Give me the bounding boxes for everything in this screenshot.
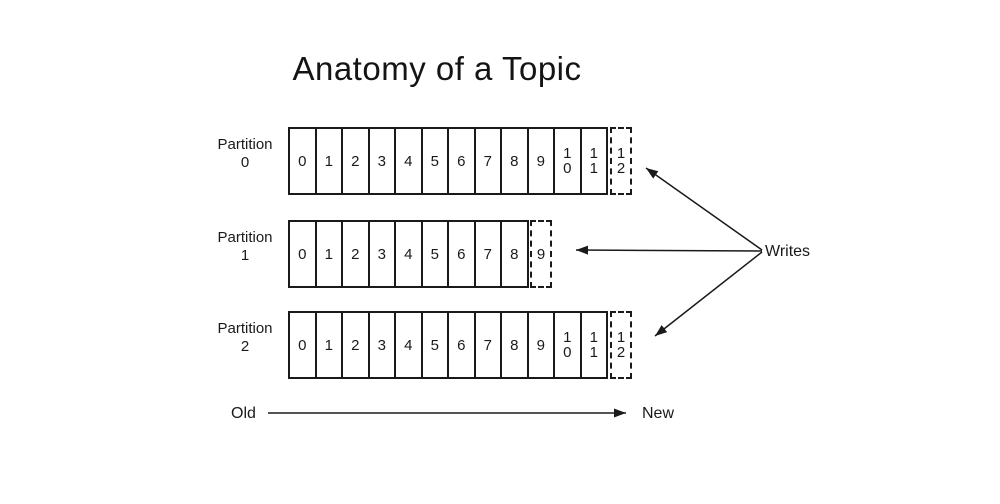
partition-1-row: 0 1 2 3 4 5 6 7 8 — [288, 220, 529, 288]
offset-cell: 1 — [317, 222, 343, 286]
offset-cell: 3 — [370, 129, 396, 193]
offset-cell: 0 — [290, 222, 317, 286]
partition-0-label-line1: Partition — [217, 136, 273, 153]
writes-label: Writes — [765, 243, 811, 260]
next-offset-cell-dashed: 12 — [610, 311, 632, 379]
offset-cell: 10 — [555, 313, 582, 377]
partition-2-label-line1: Partition — [217, 320, 273, 337]
offset-cell: 7 — [476, 222, 502, 286]
offset-cell: 5 — [423, 222, 449, 286]
partition-0-label-line2: 0 — [240, 154, 250, 171]
partition-2-row: 0 1 2 3 4 5 6 7 8 9 10 11 — [288, 311, 608, 379]
partition-2-label: Partition 2 — [203, 320, 287, 356]
offset-cell: 11 — [589, 145, 598, 177]
offset-cell: 2 — [343, 313, 370, 377]
partition-1-label-line2: 1 — [240, 247, 250, 264]
offset-cell: 8 — [502, 313, 529, 377]
offset-cell: 3 — [370, 313, 396, 377]
old-label: Old — [231, 405, 256, 422]
offset-cell: 1 — [317, 313, 343, 377]
offset-cell: 4 — [396, 129, 423, 193]
offset-cell: 2 — [343, 129, 370, 193]
partition-1-label-line1: Partition — [217, 229, 273, 246]
writes-arrow-partition-2 — [654, 251, 763, 337]
partition-1-label: Partition 1 — [203, 229, 287, 265]
offset-cell: 10 — [555, 129, 582, 193]
next-offset-cell-dashed: 9 — [530, 220, 552, 288]
partition-2-label-line2: 2 — [240, 338, 250, 355]
offset-cell: 11 — [589, 329, 598, 361]
offset-cell: 8 — [502, 129, 529, 193]
offset-cell: 2 — [343, 222, 370, 286]
writes-arrow-partition-1 — [575, 245, 763, 255]
writes-arrow-partition-0 — [645, 167, 763, 251]
offset-cell: 8 — [510, 245, 519, 263]
offset-cell: 3 — [370, 222, 396, 286]
offset-cell: 0 — [290, 129, 317, 193]
offset-cell: 6 — [449, 313, 476, 377]
offset-cell: 0 — [290, 313, 317, 377]
offset-cell: 9 — [529, 313, 555, 377]
offset-cell: 4 — [396, 222, 423, 286]
next-offset-cell-dashed: 12 — [610, 127, 632, 195]
offset-cell: 7 — [476, 129, 502, 193]
partition-0-row: 0 1 2 3 4 5 6 7 8 9 10 11 — [288, 127, 608, 195]
diagram-title: Anatomy of a Topic — [292, 50, 582, 87]
offset-cell: 5 — [423, 313, 449, 377]
offset-cell: 6 — [449, 222, 476, 286]
offset-cell: 6 — [449, 129, 476, 193]
offset-cell: 5 — [423, 129, 449, 193]
offset-cell: 7 — [476, 313, 502, 377]
offset-cell: 4 — [396, 313, 423, 377]
new-label: New — [642, 405, 675, 422]
offset-cell: 9 — [529, 129, 555, 193]
partition-0-label: Partition 0 — [203, 136, 287, 172]
offset-cell: 1 — [317, 129, 343, 193]
